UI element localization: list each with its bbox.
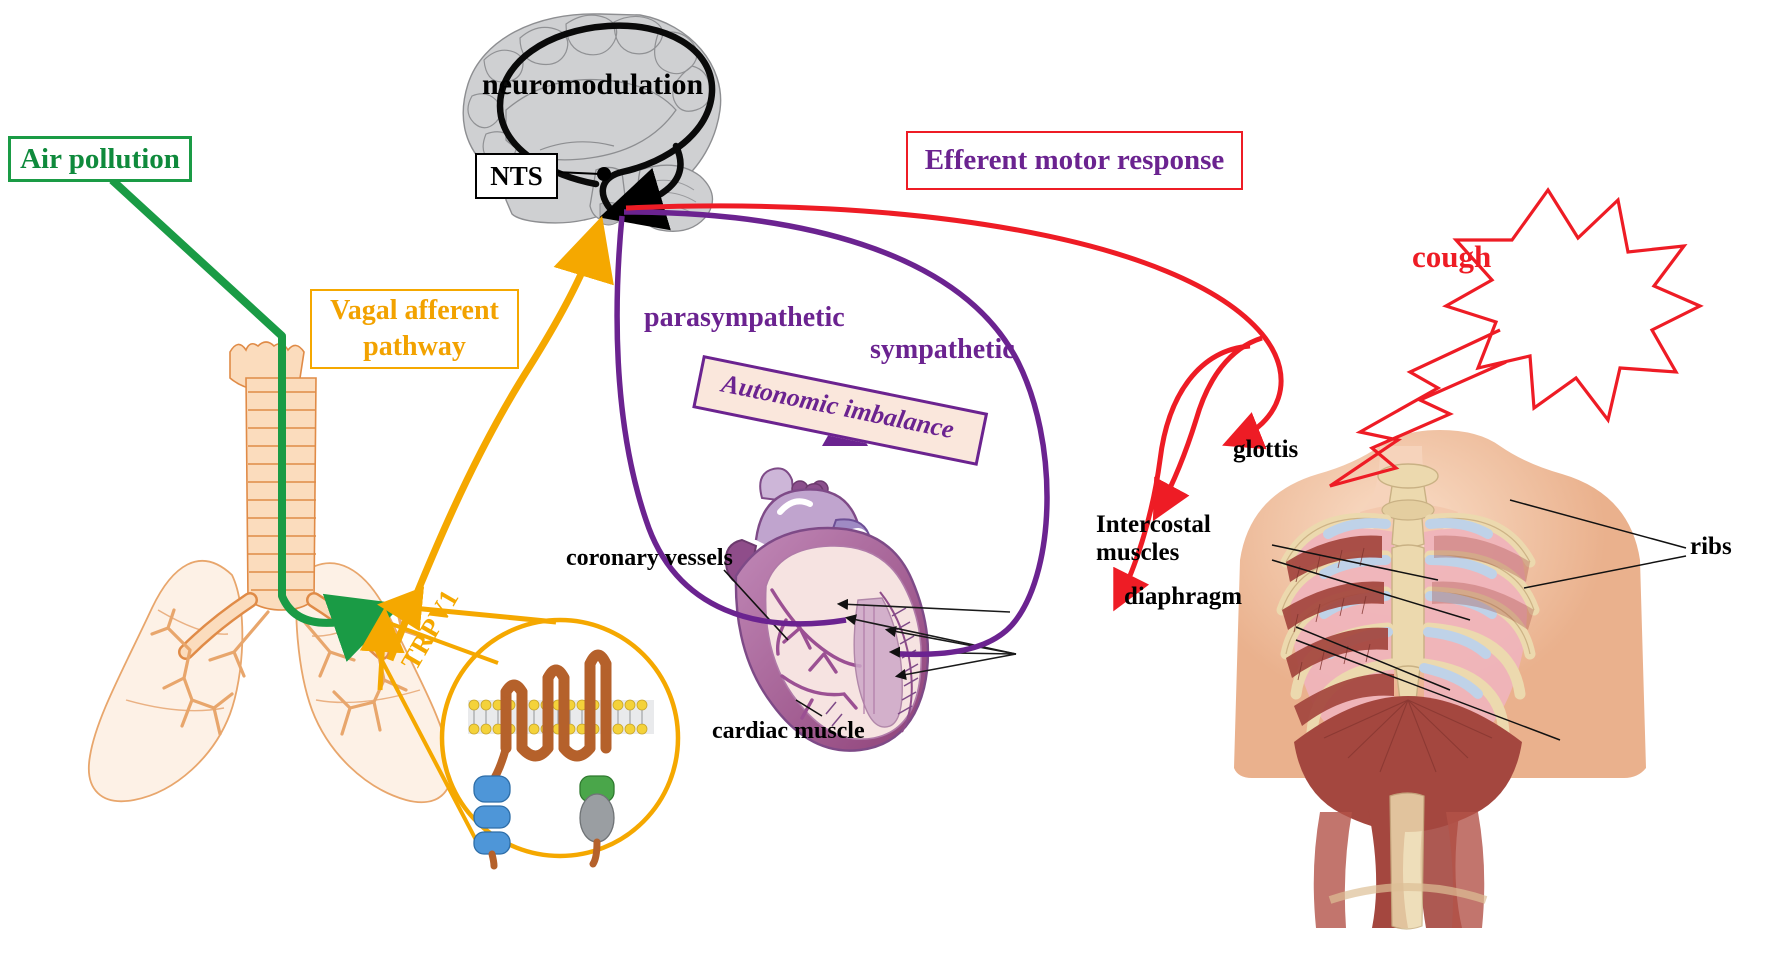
intercostal-muscles-label: Intercostal muscles [1096, 511, 1211, 567]
pathway-parasympathetic [614, 215, 847, 627]
efferent-motor-response-label: Efferent motor response [906, 131, 1243, 190]
vagal-line-1: Vagal afferent [330, 295, 499, 326]
lungs-illustration [88, 341, 452, 804]
diaphragm-label: diaphragm [1124, 583, 1243, 610]
nts-node [597, 167, 611, 181]
pathway-vagal-afferent [386, 215, 614, 662]
air-pollution-label: Air pollution [8, 136, 192, 182]
pathway-efferent-motor [625, 203, 1284, 450]
cough-label: cough [1412, 239, 1492, 274]
transmembrane-helices [500, 658, 612, 754]
heart-illustration [723, 467, 1017, 752]
coronary-vessels-label: coronary vessels [566, 545, 733, 571]
vagal-line-2: pathway [363, 331, 466, 362]
cough-starburst [1329, 187, 1704, 488]
ribs-label: ribs [1690, 533, 1732, 560]
thorax-illustration [1234, 430, 1687, 930]
neuromodulation-label: neuromodulation [482, 68, 704, 101]
pathway-air-pollution [109, 177, 403, 662]
parasympathetic-label: parasympathetic [644, 302, 845, 333]
cardiac-muscle-label: cardiac muscle [712, 718, 865, 744]
nts-label: NTS [475, 153, 558, 199]
glottis-label: glottis [1233, 436, 1299, 463]
intercostal-line-1: Intercostal [1096, 511, 1211, 538]
pathway-sympathetic [623, 209, 1050, 658]
vagal-afferent-pathway-label: Vagal afferent pathway [310, 289, 519, 369]
sympathetic-label: sympathetic [870, 334, 1015, 365]
trpv1-inset [354, 609, 681, 870]
intercostal-line-2: muscles [1096, 539, 1180, 566]
